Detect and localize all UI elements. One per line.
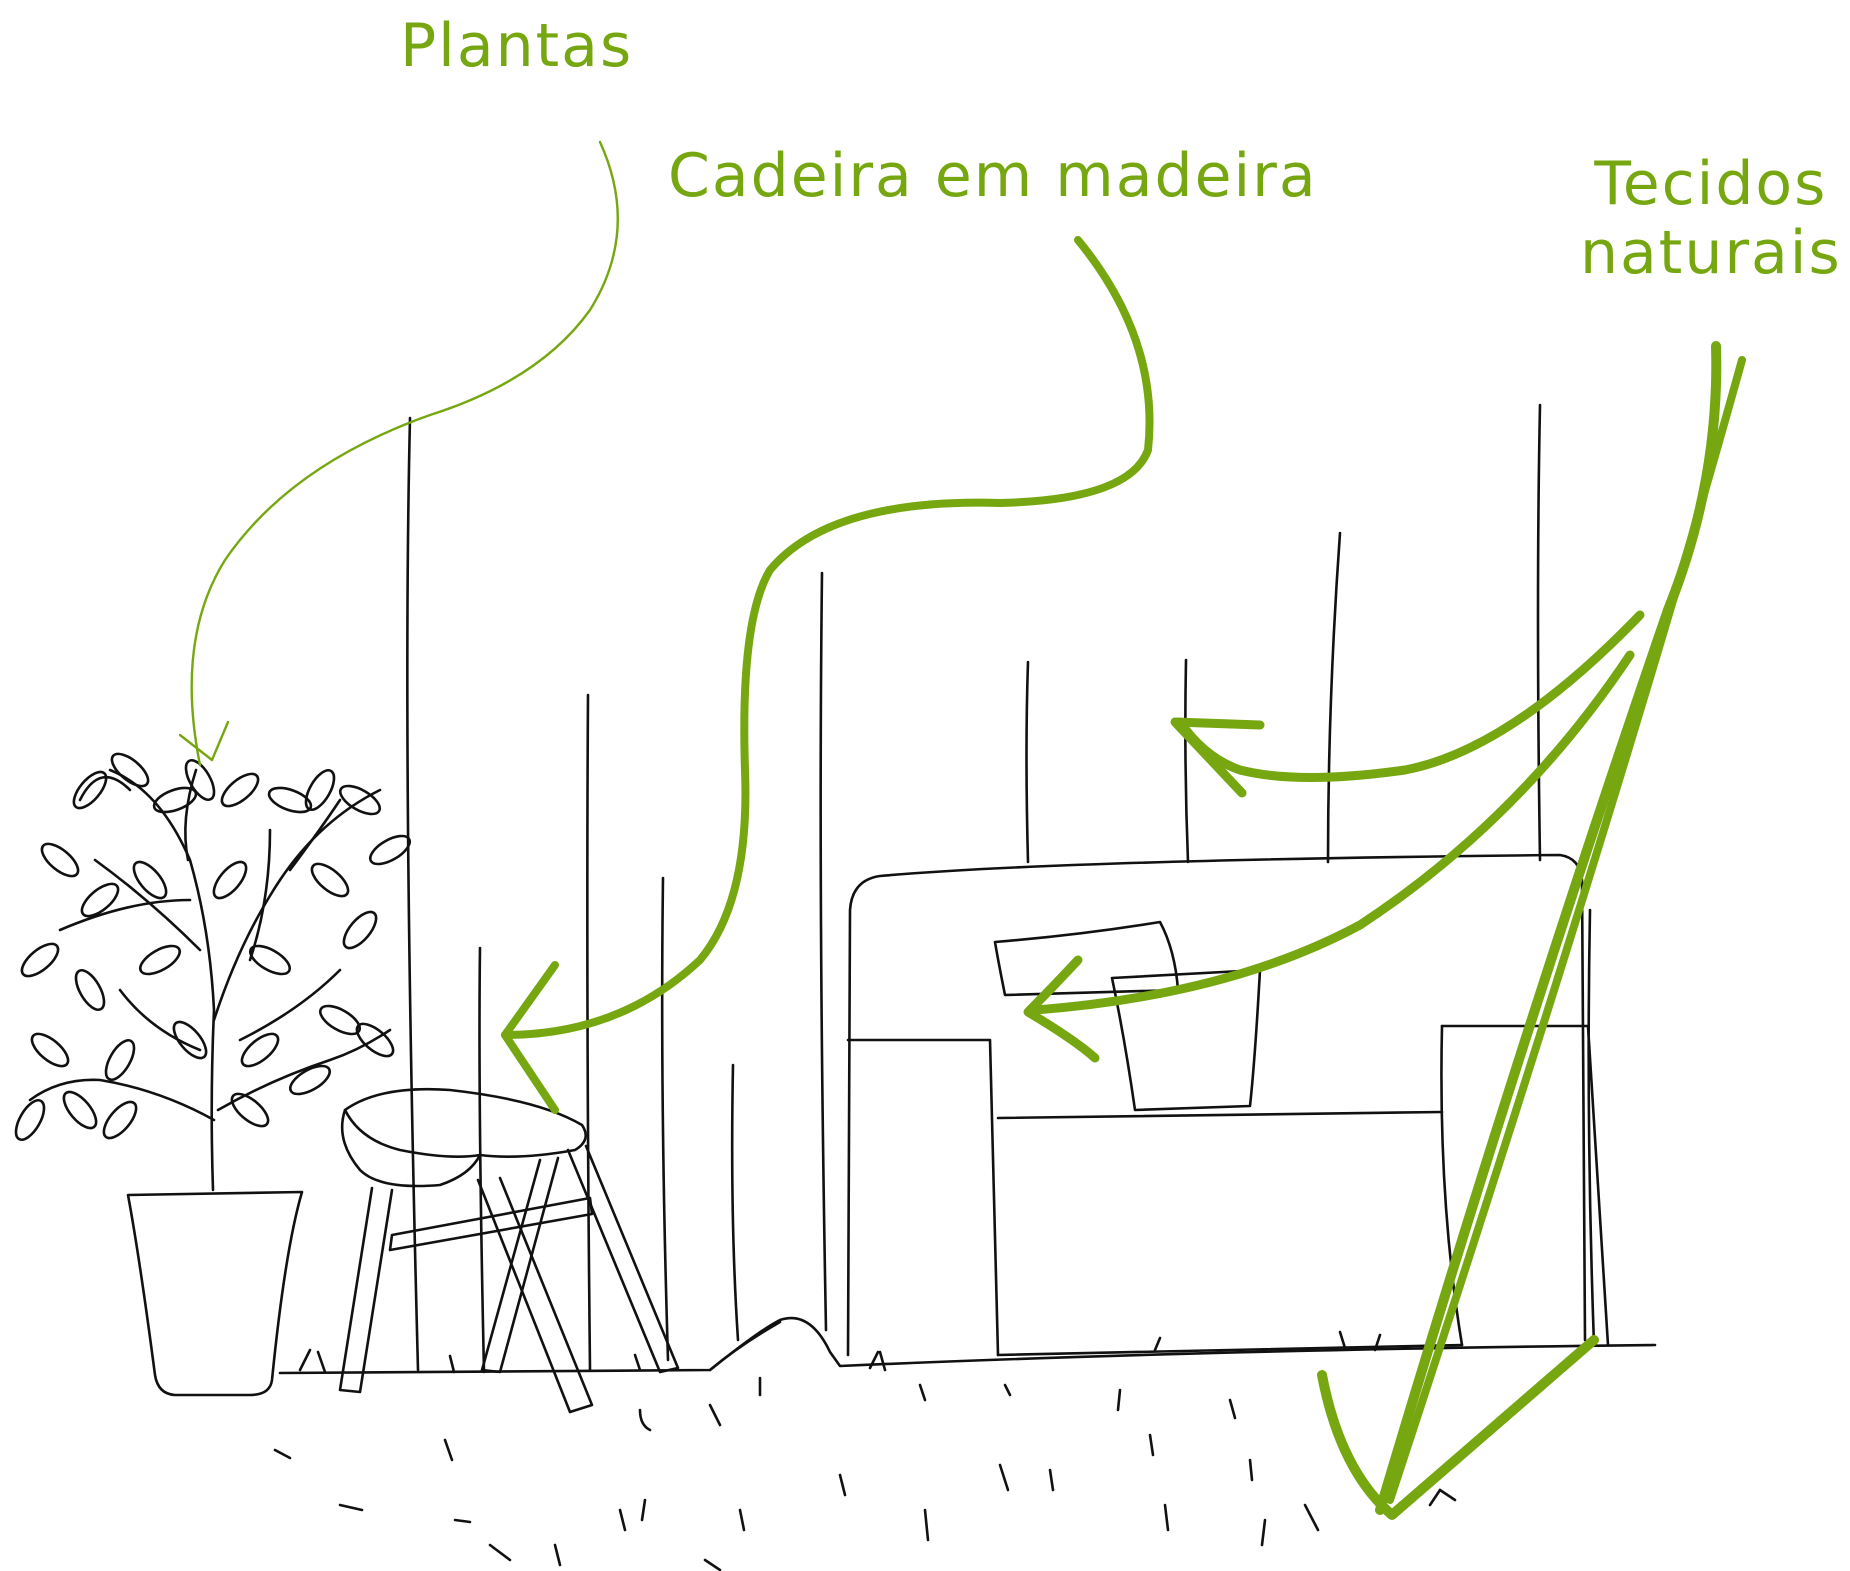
chair-seat xyxy=(340,1087,587,1188)
fabrics-arrow-main-2 xyxy=(1386,356,1746,1504)
fabrics-label-line1: Tecidos xyxy=(1594,149,1828,219)
fabrics-arrowhead-main xyxy=(1317,1335,1599,1520)
fence-posts xyxy=(406,403,1596,1374)
wooden-chair xyxy=(338,1087,680,1414)
fabrics-arrow-fence xyxy=(1175,610,1645,782)
fabrics-arrowhead-fence xyxy=(1170,717,1265,798)
chair-leg xyxy=(338,1186,394,1394)
grass-ground xyxy=(273,1316,1657,1571)
fabrics-label-line2: naturais xyxy=(1580,218,1842,288)
ground-line xyxy=(278,1316,1657,1375)
annotation-arrows xyxy=(178,140,1746,1520)
cushion-small xyxy=(1110,968,1262,1112)
fabric-sofa xyxy=(846,853,1610,1357)
cushion-large xyxy=(993,920,1180,997)
fabrics-arrowhead-cushion xyxy=(1023,955,1100,1063)
plants-arrowhead xyxy=(178,720,230,762)
fabrics-arrow-main xyxy=(1375,341,1722,1515)
chair-crossbar xyxy=(388,1196,594,1252)
chair-leg xyxy=(476,1176,594,1414)
chair-arrowhead xyxy=(501,961,559,1114)
plant-leaves xyxy=(14,752,411,1141)
chair-label: Cadeira em madeira xyxy=(668,141,1318,211)
sofa-arm-left xyxy=(846,1038,1000,1357)
chair-leg xyxy=(566,1144,680,1374)
sofa-base xyxy=(996,1343,1464,1357)
sofa-seat xyxy=(996,1110,1444,1120)
plant-stems xyxy=(28,768,392,1192)
plants-label: Plantas xyxy=(400,11,634,81)
chair-arrow xyxy=(501,236,1154,1039)
sofa-back xyxy=(846,853,1587,1357)
fabrics-arrow-cushion xyxy=(1030,650,1635,1015)
chair-leg xyxy=(480,1156,560,1374)
sofa-arm-right xyxy=(1440,1024,1610,1347)
potted-plant xyxy=(14,752,411,1397)
fabrics-label: Tecidos naturais xyxy=(1580,150,1842,288)
plants-arrow xyxy=(190,140,619,767)
plant-pot xyxy=(126,1190,304,1397)
